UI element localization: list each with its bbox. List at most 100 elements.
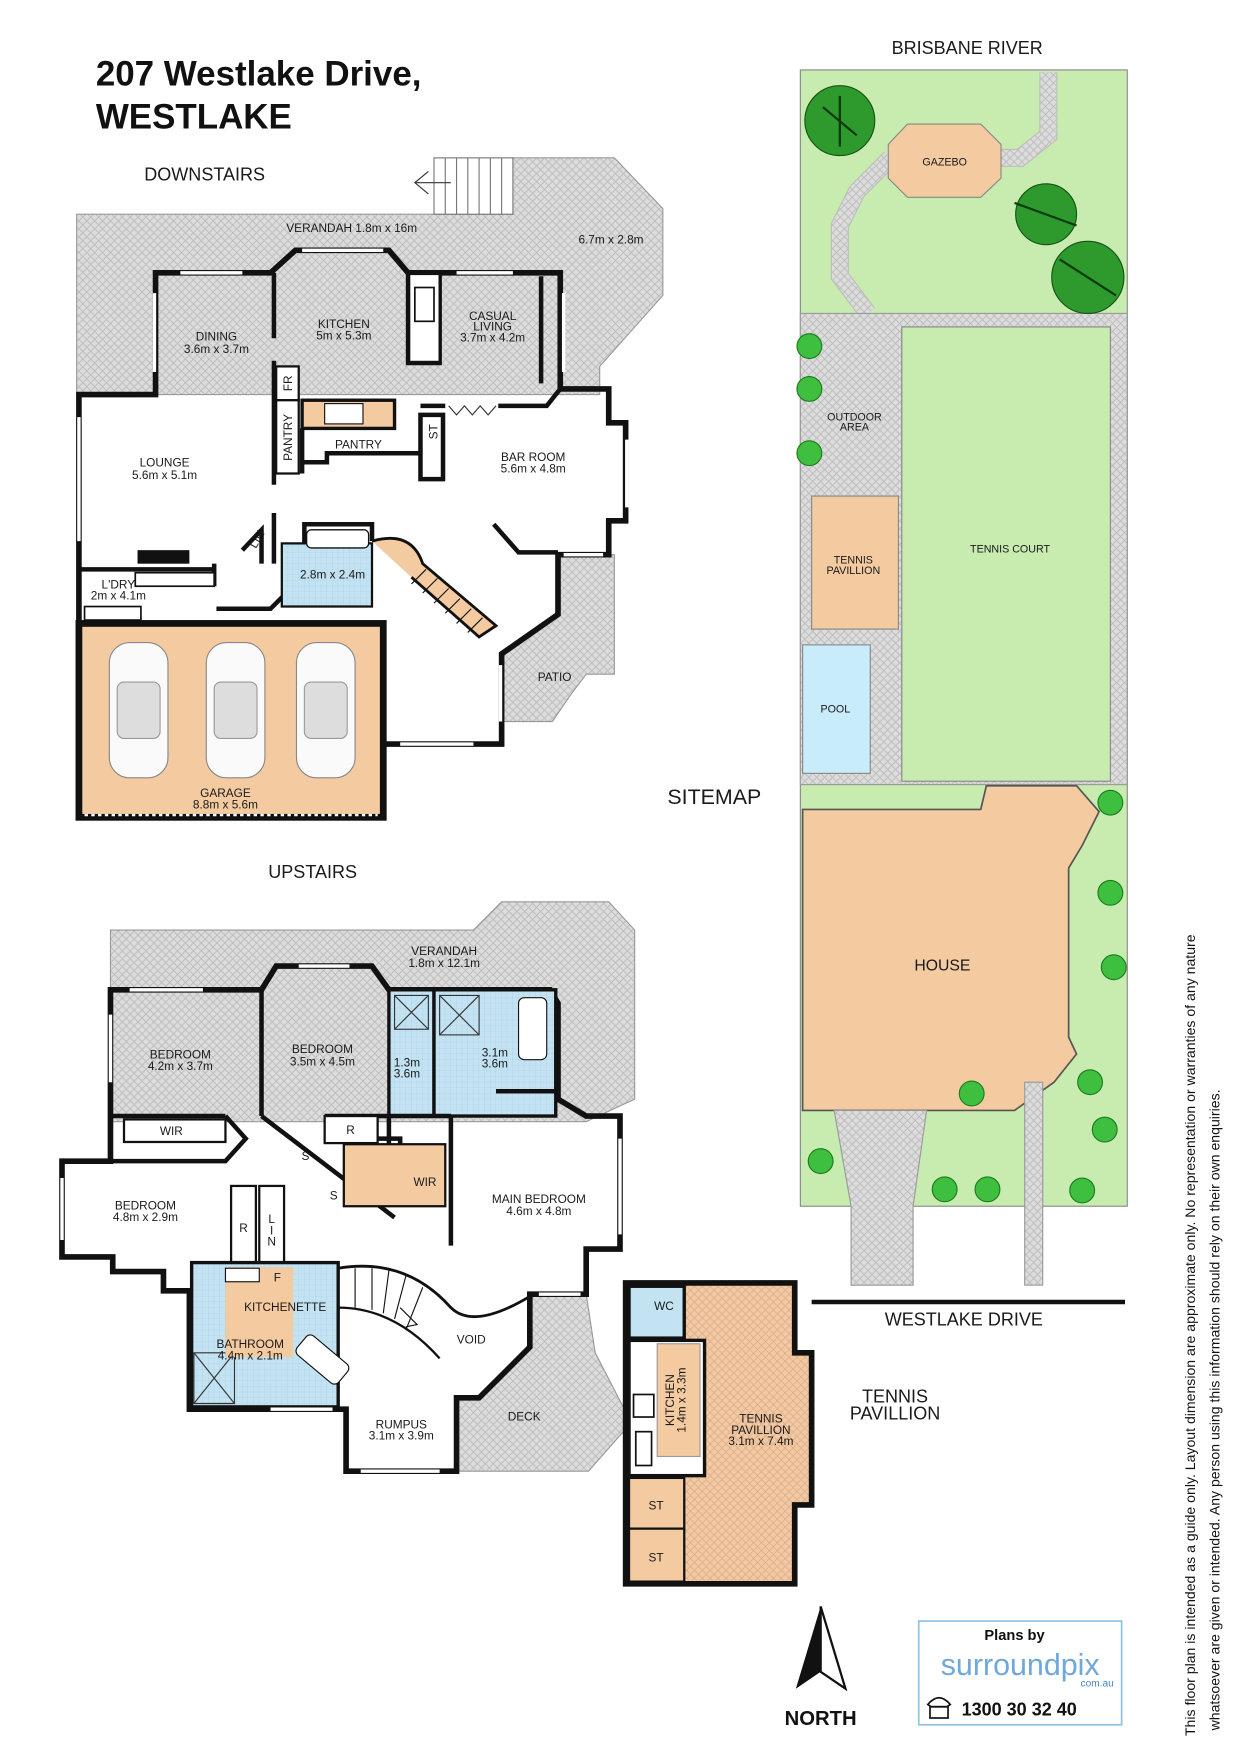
pavillion-kitchen-label: KITCHEN [663,1374,677,1426]
ensuite-small-width: 1.3m [394,1055,420,1069]
rumpus-label: RUMPUS [376,1417,427,1431]
linen-label-n: N [267,1235,276,1249]
garage-label: GARAGE [200,786,251,800]
storage-label: ST [426,424,440,439]
gazebo [887,123,1002,198]
disclaimer-line-1: This floor plan is intended as a guide o… [1182,934,1198,1736]
upstairs-heading: UPSTAIRS [268,862,357,882]
brand-domain: com.au [1081,1678,1114,1689]
sitemap: BRISBANE RIVER SITEMAP GAZEBO OUTDOOR AR… [667,38,1128,1330]
cooktop-icon [632,1393,655,1418]
bifold-door [448,405,497,416]
tennis-pavillion-site-label-2: PAVILLION [827,565,881,577]
bar-room-dims: 5.6m x 4.8m [501,461,566,475]
pavillion-dims: 3.1m x 7.4m [728,1434,793,1448]
tennis-pavillion-plan: WC KITCHEN 1.4m x 3.3m TENNIS PAVILLION … [622,1280,940,1587]
robe-cupboard [323,1114,379,1145]
ensuite-small [387,988,436,1118]
ensuite-small-length: 3.6m [394,1067,420,1081]
property-address: 207 Westlake Drive, [96,55,422,94]
laundry-dims: 2m x 4.1m [91,589,146,603]
pool [802,644,871,774]
bedroom-3-dims: 4.8m x 2.9m [113,1210,178,1224]
storage-1-label: S [302,1149,310,1163]
deck-area [455,1293,632,1472]
bar-room-label: BAR ROOM [501,450,565,464]
driveway [833,1109,928,1286]
storage-2-label: S [330,1188,338,1202]
linen-label-i: I [270,1223,273,1237]
void-label: VOID [457,1333,486,1347]
bedroom-2-dims: 3.5m x 4.5m [290,1054,355,1068]
tennis-court [901,326,1111,782]
verandah-upstairs-label: VERANDAH [411,944,477,958]
kitchen-dims: 5m x 5.3m [316,328,371,342]
garage-dims: 8.8m x 5.6m [193,797,258,811]
stairs-arrow-icon [399,1307,419,1328]
property-suburb: WESTLAKE [96,98,292,137]
car-icon [295,642,356,779]
house-label: HOUSE [914,958,970,975]
verandah-area [76,157,664,396]
pavillion-label-2: PAVILLION [731,1423,790,1437]
north-label: NORTH [785,1708,857,1730]
pantry-label: PANTRY [335,438,382,452]
gazebo-label: GAZEBO [922,157,967,169]
walk-in-robe [342,1143,447,1208]
bathroom-dims: 2.8m x 2.4m [300,567,365,581]
storage-2-label: ST [649,1550,664,1564]
bathtub-icon [295,1334,350,1385]
wir-2-label: WIR [413,1175,436,1189]
patio-label: PATIO [538,670,572,684]
bedroom-1-label: BEDROOM [150,1048,211,1062]
wir-1-label: WIR [160,1124,183,1138]
plans-by-label: Plans by [984,1628,1045,1644]
telephone-icon [926,1696,952,1719]
sink-icon [413,286,435,323]
bedroom-1-dims: 4.2m x 3.7m [148,1059,213,1073]
pool-label: POOL [820,703,850,715]
fireplace-icon [137,550,190,564]
downstairs-plan: DOWNSTAIRS [75,157,664,821]
casual-living-label-2: LIVING [473,319,512,333]
pavillion-label: TENNIS [739,1412,782,1426]
street-label: WESTLAKE DRIVE [885,1310,1043,1330]
tennis-pavillion-site [811,495,899,630]
outdoor-area-label-2: AREA [840,422,870,434]
fridge-label: F [274,1271,281,1285]
bathroom-label: BATHROOM [217,1337,284,1351]
bathtub-icon [517,997,548,1061]
casual-living-dims: 3.7m x 4.2m [460,331,525,345]
car-icon [108,642,169,779]
verandah-label: VERANDAH 1.8m x 16m [286,221,417,235]
lounge-dims: 5.6m x 5.1m [132,468,197,482]
kitchenette-label: KITCHENETTE [244,1300,326,1314]
tennis-pavillion-site-label: TENNIS [834,555,873,567]
car-icon [205,642,266,779]
kitchen-label: KITCHEN [318,317,370,331]
stairs-arrow-icon [413,170,451,195]
internal-staircase [371,536,499,639]
phone-number: 1300 30 32 40 [962,1700,1077,1720]
tree-icon [804,85,1125,314]
curved-staircase [337,1264,531,1360]
wir-robe [122,1118,227,1144]
bedroom-2-label: BEDROOM [292,1042,353,1056]
bathroom-dims: 4.4m x 2.1m [218,1349,283,1363]
disclaimer-line-2: whatsoever are given or intended. Any pe… [1207,1089,1223,1731]
main-bedroom-dims: 4.6m x 4.8m [506,1204,571,1218]
main-bedroom-label: MAIN BEDROOM [492,1192,586,1206]
linen-label: LIN [246,528,267,551]
storage-room [627,1476,686,1530]
dining-label: DINING [196,329,237,343]
fridge-label: FR [281,375,295,391]
deck-label: DECK [508,1409,541,1423]
ensuite-width: 3.1m [482,1045,508,1059]
storage-room [627,1527,686,1583]
tennis-pavillion-heading-2: PAVILLION [850,1403,940,1423]
ensuite-length: 3.6m [482,1057,508,1071]
bathroom-downstairs [280,542,374,608]
verandah-side-label: 6.7m x 2.8m [578,233,643,247]
lounge-label: LOUNGE [140,456,190,470]
